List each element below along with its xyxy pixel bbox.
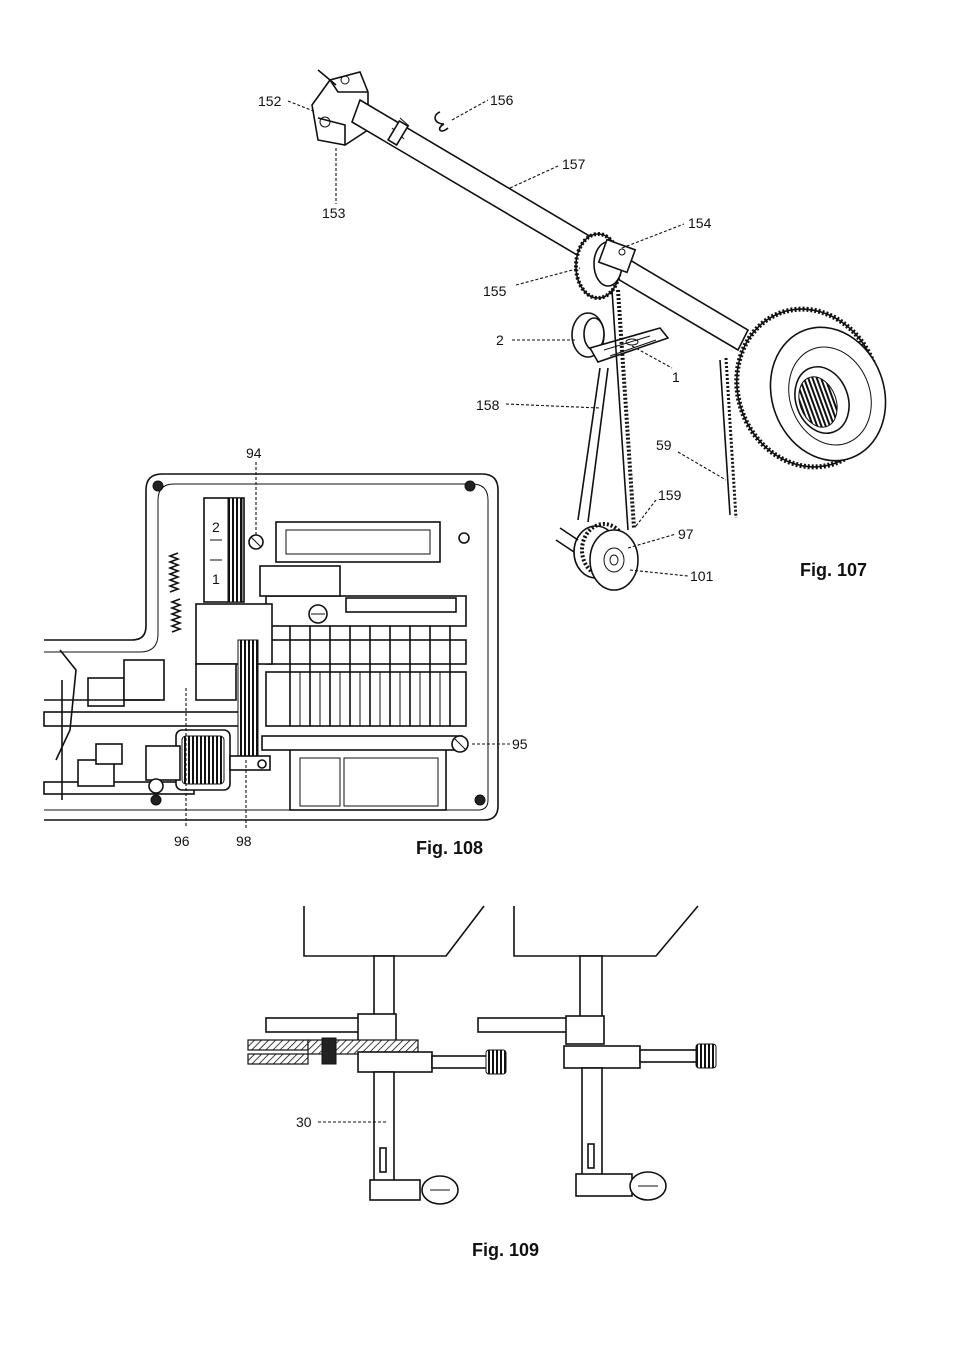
fig107-drawing: 152 156 157 153 154 155 2 1 158 59 159 9… <box>258 69 887 591</box>
fig109-left-view <box>247 905 507 1205</box>
retaining-ring <box>434 111 449 132</box>
tension-spring <box>167 552 183 633</box>
callout-158: 158 <box>476 397 500 413</box>
fig109-caption: Fig. 109 <box>472 1240 539 1260</box>
callout-154: 154 <box>688 215 712 231</box>
fig107-caption: Fig. 107 <box>800 560 867 580</box>
control-gear <box>195 603 273 761</box>
callout-157: 157 <box>562 156 586 172</box>
callout-101: 101 <box>690 568 714 584</box>
fig109-right-view <box>477 905 717 1201</box>
dial-mark-2: 2 <box>212 519 220 535</box>
callout-156: 156 <box>490 92 514 108</box>
callout-159: 159 <box>658 487 682 503</box>
stitch-length-knob <box>145 729 271 794</box>
callout-30: 30 <box>296 1114 312 1130</box>
callout-95: 95 <box>512 736 528 752</box>
callout-98: 98 <box>236 833 252 849</box>
shaft-toothed-pulley <box>574 232 637 300</box>
callout-152: 152 <box>258 93 282 109</box>
callout-155: 155 <box>483 283 507 299</box>
callout-96: 96 <box>174 833 190 849</box>
callout-1: 1 <box>672 369 680 385</box>
motor-pulley <box>555 522 639 591</box>
dial-mark-1: 1 <box>212 571 220 587</box>
cam-stack <box>259 521 470 727</box>
winder-assembly <box>571 312 670 363</box>
drive-belts <box>577 289 738 531</box>
callout-94: 94 <box>246 445 262 461</box>
callout-59: 59 <box>656 437 672 453</box>
handwheel <box>734 306 887 470</box>
callout-97: 97 <box>678 526 694 542</box>
callout-153: 153 <box>322 205 346 221</box>
fig108-caption: Fig. 108 <box>416 838 483 858</box>
callout-2: 2 <box>496 332 504 348</box>
stitch-dial-column: 2 1 <box>203 497 264 603</box>
fig108-drawing: 2 1 <box>43 445 528 858</box>
fig109-drawing: 30 Fig. 109 <box>247 905 717 1260</box>
lower-block <box>261 735 469 811</box>
